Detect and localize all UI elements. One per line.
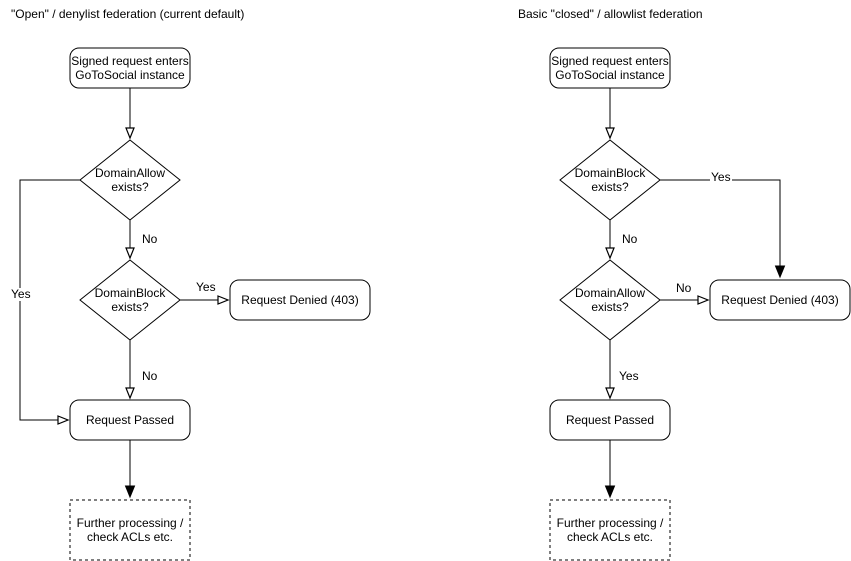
right-denied-node xyxy=(709,279,851,321)
left-start-node xyxy=(69,47,191,89)
left-decision2-domainblock xyxy=(79,259,181,341)
left-decision2-no-label: No xyxy=(141,369,159,383)
left-passed-node xyxy=(69,399,191,441)
left-further-label: Further processing / check ACLs etc. xyxy=(76,516,184,544)
left-passed-label: Request Passed xyxy=(85,413,175,427)
right-passed-node xyxy=(549,399,671,441)
left-denied-node xyxy=(229,279,371,321)
left-decision1-label: DomainAllow exists? xyxy=(94,166,166,194)
left-decision1-no-label: No xyxy=(141,232,159,246)
left-decision2-yes-label: Yes xyxy=(195,280,217,294)
right-further-node xyxy=(549,499,671,561)
right-start-node xyxy=(549,47,671,89)
right-decision1-yes-label: Yes xyxy=(710,170,732,184)
right-denied-label: Request Denied (403) xyxy=(721,293,839,307)
right-decision2-no-label: No xyxy=(675,281,693,295)
right-decision1-label: DomainBlock exists? xyxy=(574,166,646,194)
right-decision2-yes-label: Yes xyxy=(618,369,640,383)
right-chart-title: Basic "closed" / allowlist federation xyxy=(518,7,703,21)
right-decision2-domainallow xyxy=(559,259,661,341)
left-further-node xyxy=(69,499,191,561)
right-decision2-label: DomainAllow exists? xyxy=(574,286,646,314)
right-start-label: Signed request enters GoToSocial instanc… xyxy=(551,54,669,82)
right-passed-label: Request Passed xyxy=(565,413,655,427)
left-chart-title: "Open" / denylist federation (current de… xyxy=(11,7,245,21)
left-start-label: Signed request enters GoToSocial instanc… xyxy=(71,54,189,82)
edge-right-decision1-yes xyxy=(660,179,786,279)
left-decision1-domainallow xyxy=(79,139,181,221)
left-decision1-yes-label: Yes xyxy=(10,287,32,301)
left-denied-label: Request Denied (403) xyxy=(241,293,359,307)
left-decision2-label: DomainBlock exists? xyxy=(94,286,166,314)
right-decision1-domainblock xyxy=(559,139,661,221)
right-decision1-no-label: No xyxy=(621,232,639,246)
right-further-label: Further processing / check ACLs etc. xyxy=(556,516,664,544)
